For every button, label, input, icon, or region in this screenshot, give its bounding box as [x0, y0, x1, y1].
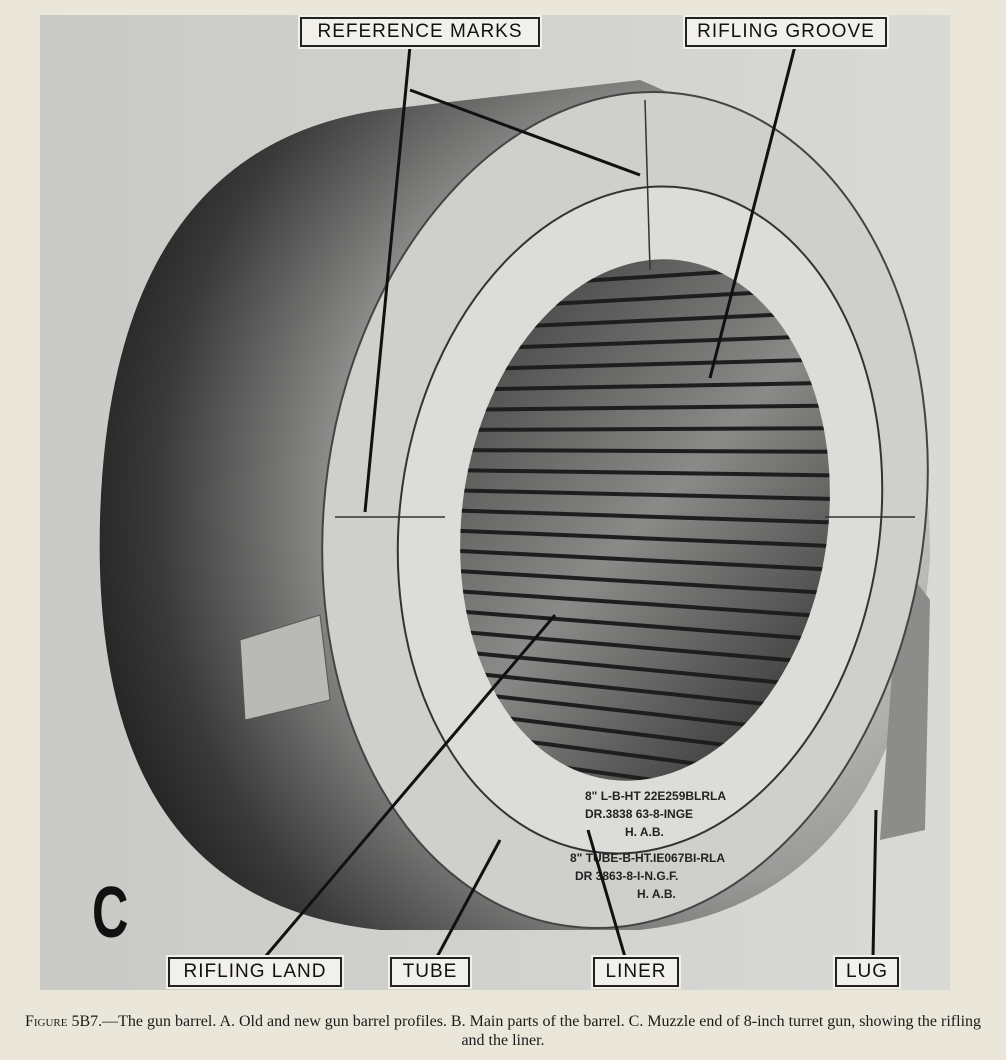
caption-text: —The gun barrel. A. Old and new gun barr… [102, 1013, 982, 1049]
label-reference-marks: REFERENCE MARKS [300, 17, 540, 47]
liner-stamp: 8" L-B-HT 22E259BLRLA DR.3838 63-8-INGE … [585, 789, 726, 839]
leader-lines [263, 45, 878, 958]
panel-letter: C [92, 873, 129, 953]
label-rifling-land: RIFLING LAND [168, 957, 342, 987]
lug-left [239, 614, 331, 721]
figure-caption: Figure 5B7.—The gun barrel. A. Old and n… [20, 1012, 986, 1050]
svg-text:8" L-B-HT 22E259BLRLA: 8" L-B-HT 22E259BLRLA [585, 789, 726, 803]
svg-text:H. A.B.: H. A.B. [625, 825, 664, 839]
label-tube: TUBE [390, 957, 470, 987]
gun-barrel-illustration: 8" L-B-HT 22E259BLRLA DR.3838 63-8-INGE … [40, 15, 950, 990]
label-rifling-groove: RIFLING GROOVE [685, 17, 887, 47]
svg-text:DR.3838 63-8-INGE: DR.3838 63-8-INGE [585, 807, 693, 821]
svg-text:DR 3863-8-I-N.G.F.: DR 3863-8-I-N.G.F. [575, 869, 678, 883]
figure-number: Figure 5B7. [24, 1013, 103, 1030]
label-liner: LINER [593, 957, 679, 987]
label-lug: LUG [835, 957, 899, 987]
tube-stamp: 8" TUBE-B-HT.IE067BI-RLA DR 3863-8-I-N.G… [570, 851, 725, 901]
svg-text:H. A.B.: H. A.B. [637, 887, 676, 901]
svg-text:8" TUBE-B-HT.IE067BI-RLA: 8" TUBE-B-HT.IE067BI-RLA [570, 851, 725, 865]
